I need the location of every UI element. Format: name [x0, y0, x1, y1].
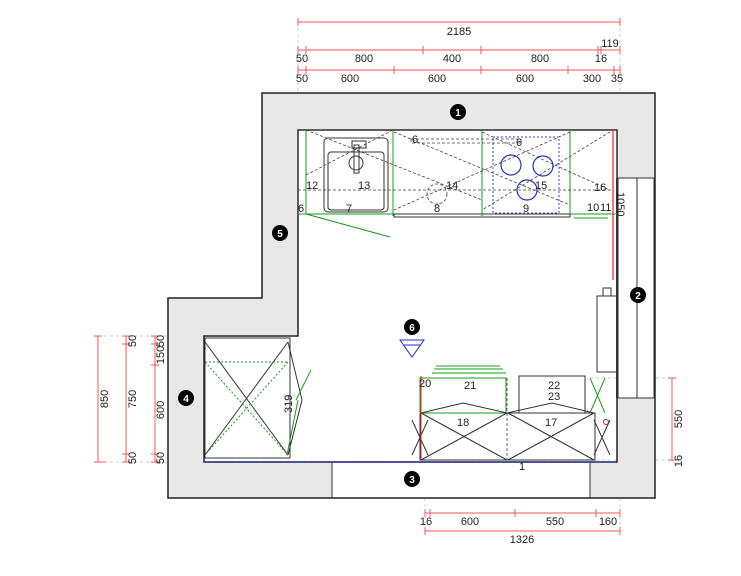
dim-label: 119	[601, 38, 619, 50]
item-label: 15	[535, 180, 547, 192]
walls	[167, 92, 656, 499]
wall-shape	[167, 92, 656, 499]
item-label: 20	[419, 378, 431, 390]
item-label: 21	[464, 380, 476, 392]
radiator	[596, 295, 618, 373]
right-wall-height-label: 1050	[614, 192, 626, 216]
dim-label: 550	[673, 410, 685, 428]
wall-badge-5[interactable]: 5	[272, 225, 288, 241]
dim-label: 300	[583, 73, 601, 85]
dim-label: 160	[599, 516, 617, 528]
item-label: 17	[545, 417, 557, 429]
item-label: 22	[548, 380, 560, 392]
wall-badge-6[interactable]: 6	[404, 319, 420, 335]
svg-text:6: 6	[409, 323, 415, 334]
bottom-cabinet-run: 20 21 22 23 18 17 1	[411, 365, 611, 473]
left-dimensions: 850 50 750 50 50 150 600 50	[94, 335, 167, 464]
corner-unit-label: 319	[283, 395, 295, 413]
wall-badge-1[interactable]: 1	[450, 104, 466, 120]
dishwasher-swing	[426, 183, 448, 205]
item-label: 6	[516, 137, 522, 149]
dim-label: 750	[127, 390, 139, 408]
dim-label: 600	[155, 401, 167, 419]
dim-label: 150	[155, 346, 167, 364]
dim-label: 50	[127, 452, 139, 464]
dim-label: 600	[516, 73, 534, 85]
dim-label: 400	[443, 53, 461, 65]
item-label: 16	[594, 182, 606, 194]
dim-label: 600	[428, 73, 446, 85]
dim-label: 16	[420, 516, 432, 528]
item-label: 12	[306, 180, 318, 192]
top-dimensions: 2185 50 800 400 800 16 119 50 600 600 60…	[296, 18, 623, 85]
dim-label: 50	[155, 335, 167, 347]
right-dimensions: 550 16	[668, 377, 685, 467]
sink	[323, 137, 389, 213]
item-label: 18	[457, 417, 469, 429]
dim-label: 2185	[447, 26, 471, 38]
dim-label: 800	[355, 53, 373, 65]
dim-label: 800	[531, 53, 549, 65]
item-label: 11	[600, 202, 611, 214]
svg-text:5: 5	[277, 229, 283, 240]
wall-badges: 1 2 3 4 5 6	[178, 104, 646, 487]
left-corner-unit: 319	[204, 337, 312, 459]
dim-label: 16	[673, 455, 685, 467]
dim-label: 50	[155, 452, 167, 464]
dim-label: 550	[546, 516, 564, 528]
item-label: 23	[548, 391, 560, 403]
dim-label: 1326	[510, 534, 534, 546]
dim-label: 850	[99, 390, 111, 408]
item-label: 7	[346, 203, 352, 215]
dim-label: 600	[461, 516, 479, 528]
svg-text:3: 3	[409, 475, 415, 486]
item-label: 6	[298, 203, 304, 215]
hob-burner	[532, 155, 554, 177]
dim-label: 600	[341, 73, 359, 85]
svg-text:1: 1	[455, 108, 461, 119]
wall-badge-4[interactable]: 4	[178, 390, 194, 406]
dim-label: 16	[595, 53, 607, 65]
dim-label: 50	[296, 53, 308, 65]
item-label: 13	[358, 180, 370, 192]
viewpoint-marker	[399, 339, 425, 358]
wall-badge-3[interactable]: 3	[404, 471, 420, 487]
item-label: 9	[523, 203, 529, 215]
item-label: 6	[412, 134, 418, 146]
item-label: 14	[446, 180, 458, 192]
item-label: 10	[587, 202, 599, 214]
dim-label: 50	[127, 335, 139, 347]
hob-burner	[500, 154, 522, 176]
dim-label: 50	[296, 73, 308, 85]
top-cabinet-run: 6 6 12 13 14 15 16 7 8 9 10 11 6 1050	[297, 129, 626, 373]
bottom-dimensions: 16 600 550 160 1326	[420, 509, 621, 546]
door-opening	[332, 463, 590, 497]
dim-label: 35	[611, 73, 623, 85]
item-label: 8	[434, 203, 440, 215]
svg-text:2: 2	[635, 291, 641, 302]
hob	[492, 136, 560, 214]
svg-text:4: 4	[183, 394, 189, 405]
wall-badge-2[interactable]: 2	[630, 287, 646, 303]
item-label: 1	[519, 461, 525, 473]
hob-burner	[516, 179, 538, 201]
